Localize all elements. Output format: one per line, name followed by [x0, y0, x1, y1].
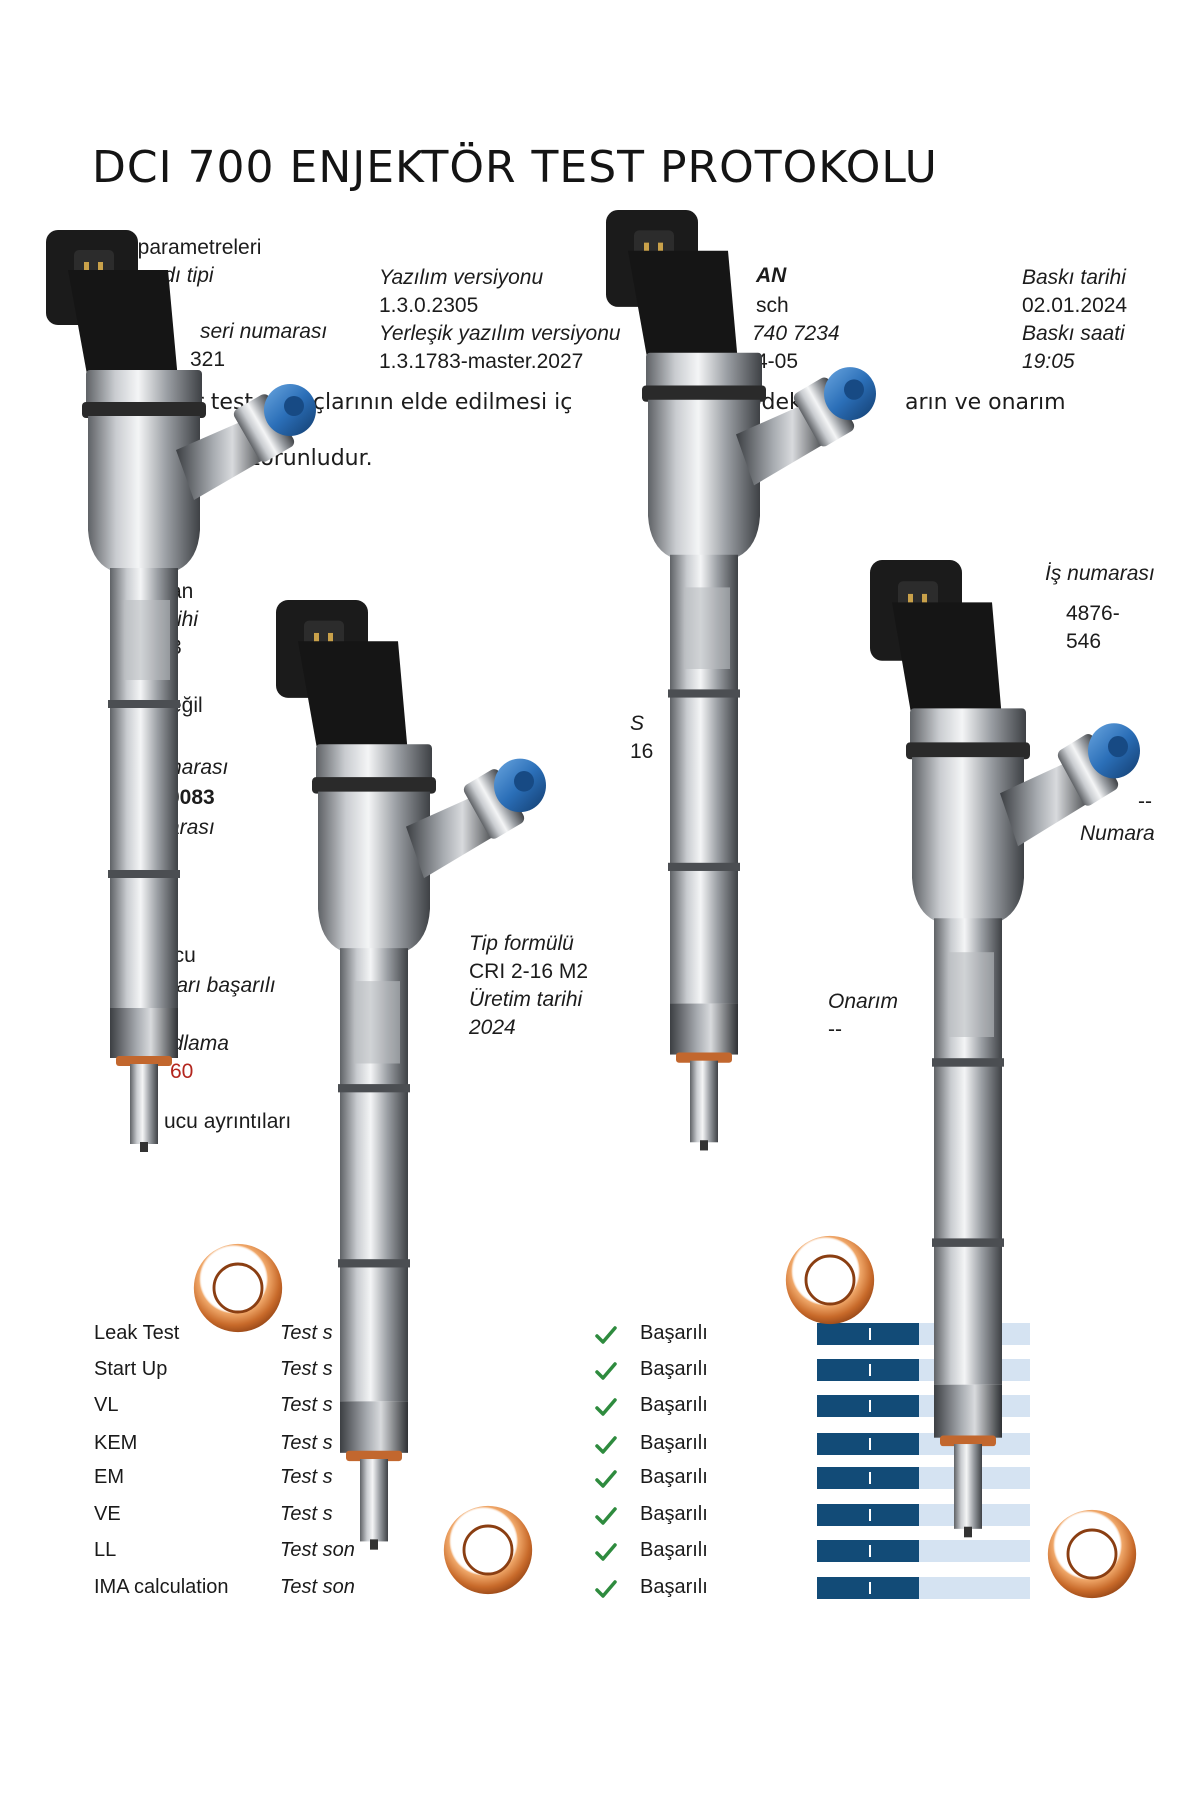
test-progress-fill: [817, 1359, 920, 1381]
software-version-value: 1.3.0.2305: [379, 294, 479, 317]
test-status: Başarılı: [640, 1466, 708, 1488]
test-progress-tick: [869, 1328, 871, 1340]
washer-image-4: [1047, 1509, 1137, 1599]
washer-image-1: [193, 1243, 283, 1333]
washer-image-3: [443, 1505, 533, 1595]
check-icon: [595, 1398, 617, 1416]
injector-image-2: [276, 600, 546, 1550]
type-formula-value: CRI 2-16 M2: [469, 960, 589, 983]
test-result: Test son: [280, 1576, 355, 1598]
test-progress-tick: [869, 1400, 871, 1412]
test-result: Test son: [280, 1539, 355, 1561]
test-progress-fill: [817, 1540, 920, 1562]
test-status: Başarılı: [640, 1576, 708, 1598]
test-progress-bar: [817, 1577, 1030, 1599]
production-date-value: 2024: [469, 1016, 516, 1039]
test-progress-tick: [869, 1438, 871, 1450]
test-progress-tick: [869, 1582, 871, 1594]
firmware-version-value: 1.3.1783-master.2027: [379, 350, 584, 373]
part-number-value: 740 7234: [752, 322, 840, 345]
repair-value: --: [828, 1018, 842, 1041]
check-icon: [595, 1362, 617, 1380]
check-icon: [595, 1470, 617, 1488]
test-result: Test s: [280, 1432, 333, 1454]
test-progress-fill: [817, 1433, 920, 1455]
type-formula-label: Tip formülü: [469, 932, 574, 955]
params-section-title: t parametreleri: [126, 236, 262, 259]
check-icon: [595, 1507, 617, 1525]
page-title: DCI 700 ENJEKTÖR TEST PROTOKOLU: [92, 142, 938, 193]
test-progress-tick: [869, 1364, 871, 1376]
info-fragment-4: eğil: [170, 694, 203, 717]
test-result: Test s: [280, 1358, 333, 1380]
production-date-label: Üretim tarihi: [469, 988, 583, 1011]
test-name: EM: [94, 1466, 124, 1488]
test-result: Test s: [280, 1394, 333, 1416]
test-status: Başarılı: [640, 1539, 708, 1561]
mid-value-fragment: 16: [630, 740, 654, 763]
test-status: Başarılı: [640, 1432, 708, 1454]
manufacturer-value: AN: [756, 264, 787, 287]
info-fragment-11: 60: [170, 1060, 194, 1083]
repair-label: Onarım: [828, 990, 899, 1013]
test-progress-tick: [869, 1472, 871, 1484]
info-fragment-12: ucu ayrıntıları: [164, 1110, 292, 1133]
print-time-label: Baskı saati: [1022, 322, 1125, 345]
serial-number-value: 321: [190, 348, 226, 371]
print-time-value: 19:05: [1022, 350, 1075, 373]
test-name: IMA calculation: [94, 1576, 229, 1598]
right-label-fragment: Numara: [1080, 822, 1155, 845]
test-progress-fill: [817, 1395, 920, 1417]
test-progress-tick: [869, 1545, 871, 1557]
job-number-value-2: 546: [1066, 630, 1102, 653]
test-name: KEM: [94, 1432, 138, 1454]
info-fragment-6: 0083: [168, 786, 215, 809]
brand-value: sch: [756, 294, 789, 317]
test-result: Test s: [280, 1466, 333, 1488]
mid-label-fragment: S: [630, 712, 645, 735]
check-icon: [595, 1326, 617, 1344]
washer-image-2: [785, 1235, 875, 1325]
test-name: Start Up: [94, 1358, 168, 1380]
injector-image-4: [870, 560, 1140, 1538]
print-date-value: 02.01.2024: [1022, 294, 1128, 317]
test-progress-fill: [817, 1323, 920, 1345]
notice-line-1a: milir test sonuçlarının elde edilmesi iç: [155, 390, 573, 415]
info-fragment-5: narası: [170, 756, 229, 779]
test-name: VE: [94, 1503, 121, 1525]
print-date-label: Baskı tarihi: [1022, 266, 1126, 289]
test-name: VL: [94, 1394, 119, 1416]
test-status: Başarılı: [640, 1358, 708, 1380]
test-result: Test s: [280, 1503, 333, 1525]
test-name: LL: [94, 1539, 117, 1561]
check-icon: [595, 1580, 617, 1598]
test-progress-tick: [869, 1509, 871, 1521]
info-fragment-7: arası: [168, 816, 215, 839]
software-version-label: Yazılım versiyonu: [379, 266, 544, 289]
injector-image-3: [606, 210, 876, 1151]
check-icon: [595, 1436, 617, 1454]
job-number-label: İş numarası: [1045, 562, 1155, 585]
date-value: 4-05: [756, 350, 799, 373]
job-number-value-1: 4876-: [1066, 602, 1120, 625]
test-status: Başarılı: [640, 1394, 708, 1416]
firmware-version-label: Yerleşik yazılım versiyonu: [379, 322, 621, 345]
check-icon: [595, 1543, 617, 1561]
right-dash: --: [1138, 790, 1152, 813]
test-progress-fill: [817, 1577, 920, 1599]
test-result: Test s: [280, 1322, 333, 1344]
test-status: Başarılı: [640, 1322, 708, 1344]
test-progress-fill: [817, 1504, 920, 1526]
info-fragment-9: nları başarılı: [160, 974, 276, 997]
test-progress-bar: [817, 1540, 1030, 1562]
test-status: Başarılı: [640, 1503, 708, 1525]
notice-line-1c: arın ve onarım: [905, 390, 1066, 415]
test-progress-fill: [817, 1467, 920, 1489]
serial-number-label: seri numarası: [200, 320, 328, 343]
test-name: Leak Test: [94, 1322, 180, 1344]
